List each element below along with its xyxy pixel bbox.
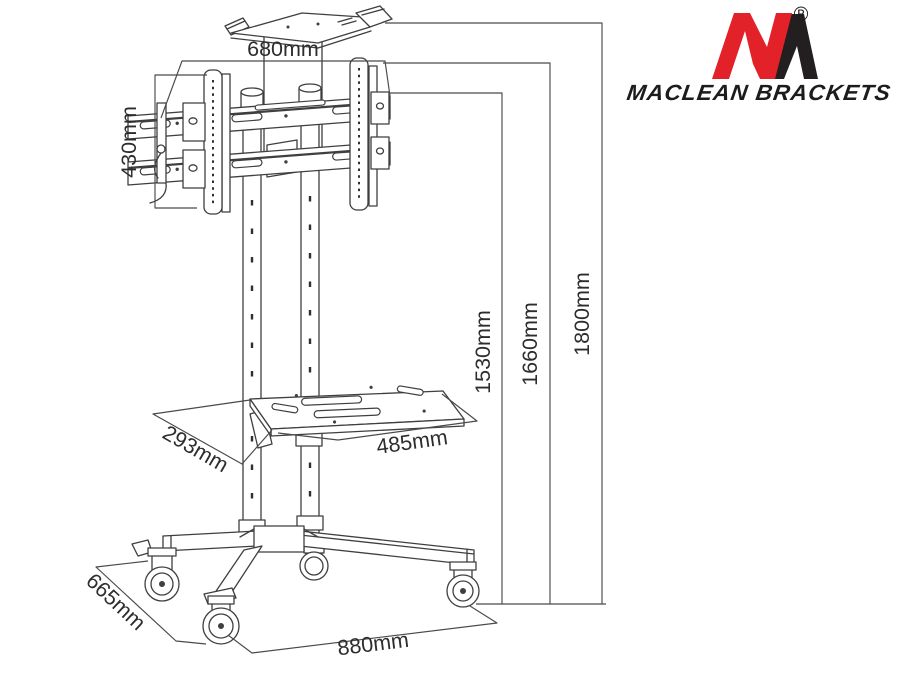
- dim-overall-height: 1800mm: [385, 22, 603, 604]
- dim-label-1660: 1660mm: [518, 302, 542, 386]
- dim-top-shelf-width: 680mm: [160, 37, 391, 119]
- top-shelf-right-flange: [355, 5, 393, 28]
- dim-floor-to-bracket-bottom: 1530mm: [390, 92, 503, 604]
- logo-m-red: [712, 13, 792, 79]
- brand-name: MACLEAN BRACKETS: [625, 80, 892, 105]
- tv-mount-bracket: [127, 57, 391, 215]
- dim-base-width: 880mm: [227, 605, 498, 661]
- right-column-top: [298, 83, 322, 93]
- dim-label-880: 880mm: [336, 628, 410, 661]
- dim-label-1800: 1800mm: [570, 272, 594, 356]
- right-vesa-arm: [349, 57, 369, 211]
- caster-front: [202, 595, 240, 645]
- dim-label-680: 680mm: [247, 37, 319, 61]
- registered-mark: ®: [794, 4, 809, 26]
- caster-back: [299, 545, 329, 581]
- tilt-lever: [156, 144, 166, 154]
- dim-label-1530: 1530mm: [471, 310, 495, 394]
- left-leg: [162, 530, 259, 552]
- base-frame: [131, 515, 480, 645]
- dim-label-430: 430mm: [117, 106, 141, 178]
- logo-m-black: [770, 14, 818, 79]
- left-column-top: [240, 87, 264, 97]
- shelf-slots: [271, 385, 426, 424]
- media-shelf: [249, 385, 465, 449]
- dim-label-665: 665mm: [81, 569, 150, 635]
- caster-right: [446, 561, 480, 608]
- left-hook-bar: [156, 102, 167, 184]
- maclean-logo: ® MACLEAN BRACKETS: [625, 4, 892, 105]
- dim-tv-bracket-height: 430mm: [117, 74, 207, 209]
- dim-base-depth: 665mm: [81, 560, 207, 645]
- caster-rear-left: [131, 539, 180, 602]
- base-hub: [253, 525, 305, 553]
- dim-label-293: 293mm: [158, 421, 232, 478]
- dim-floor-to-bracket-top: 1660mm: [383, 62, 551, 604]
